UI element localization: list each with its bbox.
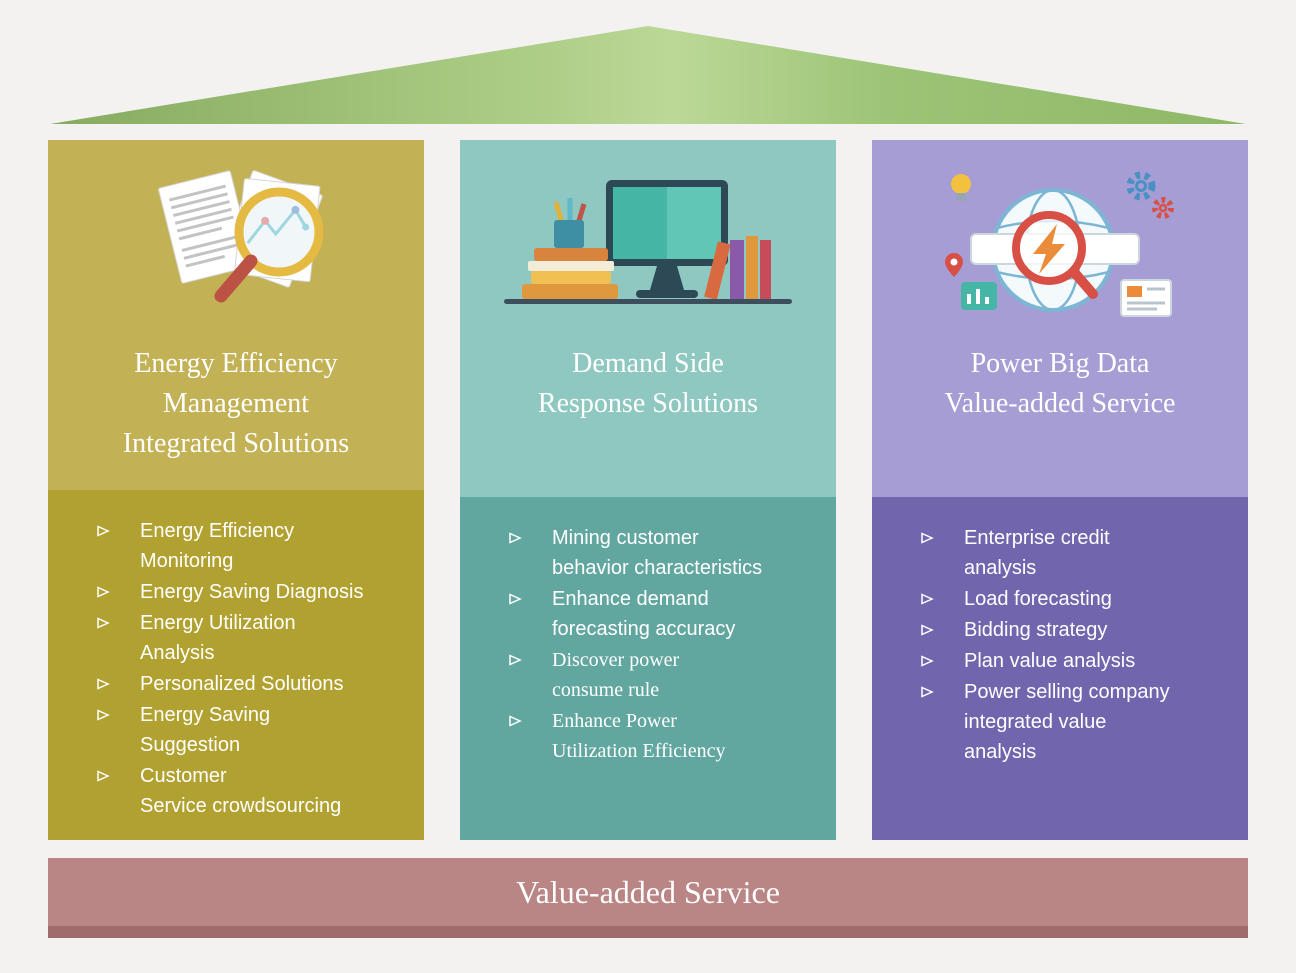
arrow-bullet-icon bbox=[97, 525, 110, 537]
column-list: Energy Efficiency Monitoring Energy Savi… bbox=[48, 490, 424, 840]
list-item-text: Power selling company integrated value a… bbox=[964, 681, 1170, 763]
roof-triangle bbox=[50, 26, 1246, 124]
list-item-text: Enhance Power Utilization Efficiency bbox=[552, 710, 726, 762]
list-item: Enhance demand forecasting accuracy bbox=[508, 584, 814, 644]
list-item-text: Bidding strategy bbox=[964, 619, 1108, 641]
icon-wrap bbox=[872, 162, 1248, 330]
banner-label: Value-added Service bbox=[516, 873, 780, 910]
list-item: Plan value analysis bbox=[920, 646, 1226, 676]
list-item-text: Personalized Solutions bbox=[140, 673, 344, 695]
list-item-text: Plan value analysis bbox=[964, 650, 1136, 672]
columns-row: Energy Efficiency Management Integrated … bbox=[48, 140, 1248, 840]
arrow-bullet-icon bbox=[97, 617, 110, 629]
list-item-text: Energy Saving Diagnosis bbox=[140, 581, 364, 603]
arrow-bullet-icon bbox=[921, 532, 934, 544]
arrow-bullet-icon bbox=[921, 593, 934, 605]
icon-wrap bbox=[48, 162, 424, 317]
column-title: Power Big Data Value-added Service bbox=[872, 344, 1248, 424]
column-demand-side-response: Demand Side Response Solutions Mining cu… bbox=[460, 140, 836, 840]
arrow-bullet-icon bbox=[921, 686, 934, 698]
column-title: Demand Side Response Solutions bbox=[460, 344, 836, 424]
list-item-text: Customer Service crowdsourcing bbox=[140, 765, 342, 817]
list-item-text: Energy Utilization Analysis bbox=[140, 612, 296, 664]
list-item-text: Enterprise credit analysis bbox=[964, 527, 1110, 579]
documents-magnifier-icon bbox=[158, 170, 324, 303]
column-header: Energy Efficiency Management Integrated … bbox=[48, 140, 424, 490]
desk-computer-books-icon bbox=[504, 180, 792, 304]
column-title-line: Response Solutions bbox=[537, 388, 759, 419]
arrow-bullet-icon bbox=[509, 715, 522, 727]
column-title-line: Value-added Service bbox=[944, 388, 1176, 419]
list-item: Energy Efficiency Monitoring bbox=[96, 516, 402, 576]
list-item-text: Load forecasting bbox=[964, 588, 1112, 610]
list-item: Mining customer behavior characteristics bbox=[508, 523, 814, 583]
arrow-bullet-icon bbox=[97, 770, 110, 782]
arrow-bullet-icon bbox=[509, 532, 522, 544]
list-item-text: Discover power consume rule bbox=[552, 649, 680, 701]
column-title-line: Management bbox=[162, 388, 310, 419]
column-list: Mining customer behavior characteristics… bbox=[460, 497, 836, 840]
column-title-line: Energy Efficiency bbox=[134, 348, 338, 379]
list-item: Energy Utilization Analysis bbox=[96, 608, 402, 668]
arrow-bullet-icon bbox=[509, 654, 522, 666]
list-item: Discover power consume rule bbox=[508, 645, 814, 705]
arrow-bullet-icon bbox=[97, 709, 110, 721]
arrow-bullet-icon bbox=[97, 678, 110, 690]
list-item: Personalized Solutions bbox=[96, 669, 402, 699]
list-item: Energy Saving Diagnosis bbox=[96, 577, 402, 607]
column-power-big-data: Power Big Data Value-added Service Enter… bbox=[872, 140, 1248, 840]
list-item: Enhance Power Utilization Efficiency bbox=[508, 706, 814, 766]
list-item-text: Energy Saving Suggestion bbox=[140, 704, 271, 756]
column-title-line: Integrated Solutions bbox=[122, 428, 350, 459]
arrow-bullet-icon bbox=[921, 624, 934, 636]
column-list: Enterprise credit analysis Load forecast… bbox=[872, 497, 1248, 840]
column-title-line: Demand Side bbox=[572, 348, 724, 379]
column-header: Demand Side Response Solutions bbox=[460, 140, 836, 497]
column-title: Energy Efficiency Management Integrated … bbox=[48, 344, 424, 464]
arrow-bullet-icon bbox=[921, 655, 934, 667]
list-item-text: Enhance demand forecasting accuracy bbox=[552, 588, 736, 640]
column-title-line: Power Big Data bbox=[970, 348, 1150, 379]
column-energy-efficiency: Energy Efficiency Management Integrated … bbox=[48, 140, 424, 840]
list-item-text: Mining customer behavior characteristics bbox=[552, 527, 763, 579]
list-item: Bidding strategy bbox=[920, 615, 1226, 645]
icon-wrap bbox=[460, 162, 836, 312]
value-added-service-banner: Value-added Service bbox=[48, 858, 1248, 938]
list-item: Power selling company integrated value a… bbox=[920, 677, 1226, 767]
globe-search-icon bbox=[945, 171, 1174, 317]
list-item-text: Energy Efficiency Monitoring bbox=[140, 520, 295, 572]
arrow-bullet-icon bbox=[97, 586, 110, 598]
arrow-bullet-icon bbox=[509, 593, 522, 605]
column-header: Power Big Data Value-added Service bbox=[872, 140, 1248, 497]
list-item: Customer Service crowdsourcing bbox=[96, 761, 402, 821]
list-item: Energy Saving Suggestion bbox=[96, 700, 402, 760]
list-item: Enterprise credit analysis bbox=[920, 523, 1226, 583]
list-item: Load forecasting bbox=[920, 584, 1226, 614]
